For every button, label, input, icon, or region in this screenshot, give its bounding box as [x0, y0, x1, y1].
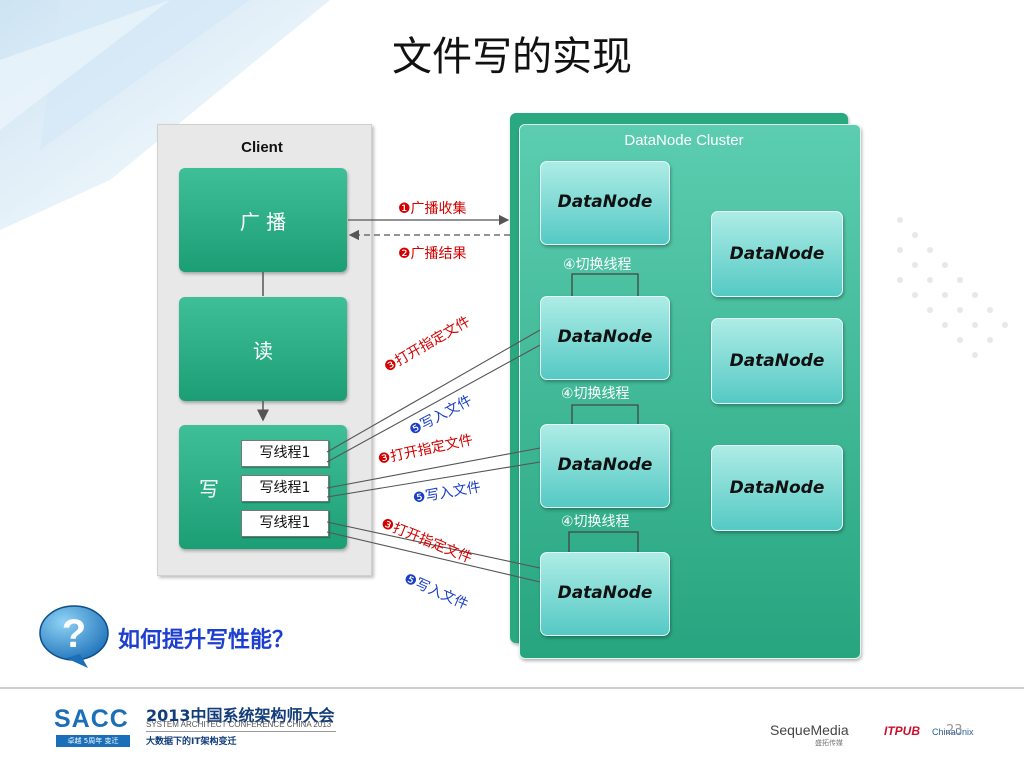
- conference-name-en: SYSTEM ARCHITECT CONFERENCE CHINA 2013: [146, 720, 332, 729]
- write-thread-2: 写线程1: [241, 475, 329, 502]
- client-label: Client: [241, 139, 283, 156]
- question-text: 如何提升写性能？: [118, 628, 295, 653]
- datanode-6: DataNode: [711, 318, 843, 404]
- slide-title: 文件写的实现: [392, 34, 632, 80]
- write-thread-3: 写线程1: [241, 510, 329, 537]
- write-label: 写: [199, 476, 219, 501]
- sponsor-itpub: ITPUB: [884, 724, 920, 738]
- switch-thread-label-3: ④切换线程: [561, 514, 630, 530]
- datanode-3: DataNode: [540, 424, 670, 508]
- sponsor-seque-media-cn: 盛拓传媒: [815, 740, 843, 747]
- question-mark-glyph: ?: [62, 612, 86, 656]
- conference-slogan: 大数据下的IT架构变迁: [146, 737, 237, 747]
- page-number: 23: [946, 723, 963, 738]
- datanode-7: DataNode: [711, 445, 843, 531]
- broadcast-result-label: ❷广播结果: [398, 246, 467, 262]
- sponsor-chinaunix: ChinaUnix: [932, 727, 974, 737]
- footer-divider: [0, 687, 1024, 689]
- datanode-5: DataNode: [711, 211, 843, 297]
- read-box: 读: [179, 297, 347, 401]
- question-bubble-icon: ?: [39, 605, 109, 668]
- conference-name: 2013中国系统架构师大会: [146, 706, 335, 725]
- write-thread-1: 写线程1: [241, 440, 329, 467]
- sacc-logo: SACC: [54, 705, 129, 733]
- cluster-title: DataNode Cluster: [624, 132, 744, 149]
- broadcast-collect-label: ❶广播收集: [398, 201, 467, 217]
- datanode-4: DataNode: [540, 552, 670, 636]
- switch-thread-label-2: ④切换线程: [561, 386, 630, 402]
- sponsor-seque-media: SequeMedia: [770, 722, 849, 738]
- conference-divider: [146, 731, 336, 732]
- broadcast-box: 广 播: [179, 168, 347, 272]
- switch-thread-label-1: ④切换线程: [563, 257, 632, 273]
- datanode-1: DataNode: [540, 161, 670, 245]
- datanode-2: DataNode: [540, 296, 670, 380]
- sacc-logo-subtitle: 卓越 5周年 变迁: [56, 735, 130, 747]
